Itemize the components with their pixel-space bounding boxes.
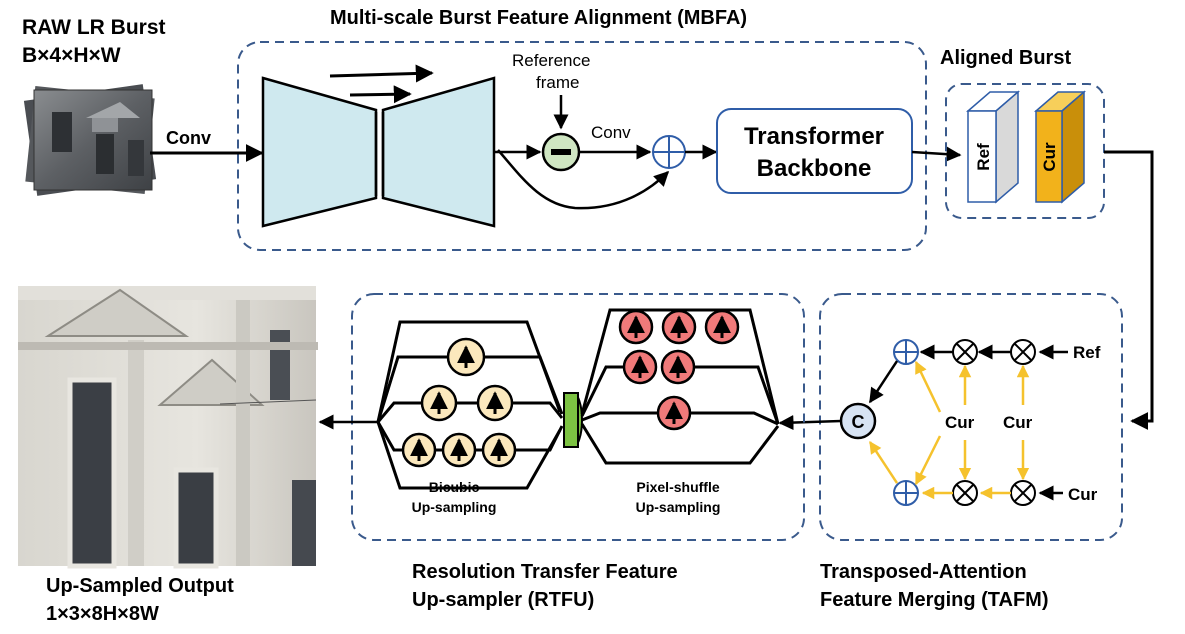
skip-arrow-top	[329, 64, 434, 83]
ref-block-label: Ref	[974, 143, 993, 171]
tafm-cur-label-b: Cur	[1003, 413, 1033, 432]
bicubic-node	[476, 384, 514, 422]
bicubic-node	[420, 384, 458, 422]
subtract-node	[541, 132, 581, 172]
tafm-title-l1: Transposed-Attention	[820, 561, 1027, 583]
tafm-dashed-box	[819, 293, 1123, 541]
pixel-node	[660, 349, 696, 385]
output-shape: 1×3×8H×8W	[46, 603, 159, 625]
multiply-node-top-right	[1010, 339, 1036, 365]
tafm-ref-input: Ref	[1073, 343, 1101, 362]
aligned-title: Aligned Burst	[940, 47, 1071, 69]
rtfu-dashed-box	[351, 293, 805, 541]
bicubic-label-l1: Bicubic	[429, 479, 480, 495]
concat-label: C	[852, 412, 865, 432]
raw-burst-image-stack	[23, 84, 157, 196]
cur-feature-block	[1033, 90, 1087, 204]
pixel-node	[704, 309, 740, 345]
reference-label-l2: frame	[536, 73, 579, 92]
bicubic-node	[441, 432, 477, 468]
conv-mid-label: Conv	[591, 123, 631, 142]
bicubic-branches	[376, 320, 564, 490]
tafm-title-l2: Feature Merging (TAFM)	[820, 589, 1049, 611]
concat-to-rtfu-arrow	[778, 415, 842, 431]
backbone-label-l1: Transformer	[744, 123, 884, 150]
fusion-block	[563, 392, 583, 448]
conv-in-label: Conv	[166, 128, 211, 148]
input-shape: B×4×H×W	[22, 44, 121, 67]
bicubic-node	[481, 432, 517, 468]
backbone-label-l2: Backbone	[757, 155, 872, 182]
ref-feature-block	[965, 90, 1021, 204]
bicubic-node	[401, 432, 437, 468]
skip-arrow-bottom	[349, 85, 412, 104]
bicubic-label-l2: Up-sampling	[412, 499, 497, 515]
bicubic-upsample-nodes	[401, 337, 517, 468]
upsampled-output-image	[18, 286, 318, 569]
input-title: RAW LR Burst	[22, 16, 166, 39]
transformer-backbone-box	[716, 108, 913, 194]
tafm-cur-input: Cur	[1068, 485, 1098, 504]
mbfa-title: Multi-scale Burst Feature Alignment (MBF…	[330, 7, 747, 29]
add-to-concat-arrow	[868, 360, 899, 404]
rtfu-title-l1: Resolution Transfer Feature	[412, 561, 678, 583]
pixel-label-l1: Pixel-shuffle	[636, 479, 719, 495]
aligned-to-tafm-arrow	[1104, 150, 1154, 430]
pixel-shuffle-upsample-nodes	[618, 309, 740, 431]
pixel-node	[622, 349, 658, 385]
pixel-shuffle-branches	[580, 308, 780, 465]
residual-curve-arrow	[497, 149, 670, 210]
add-node	[652, 135, 686, 169]
reference-label-l1: Reference	[512, 51, 590, 70]
pixel-node	[618, 309, 654, 345]
cur-block-label: Cur	[1040, 142, 1059, 172]
tafm-cur-label-a: Cur	[945, 413, 975, 432]
pixel-label-l2: Up-sampling	[636, 499, 721, 515]
output-title: Up-Sampled Output	[46, 575, 234, 597]
backbone-to-aligned-arrow	[911, 146, 962, 162]
multiply-node-top-left	[952, 339, 978, 365]
pixel-node	[656, 395, 692, 431]
multiply-node-bottom-left	[952, 480, 978, 506]
add-node-bottom	[893, 480, 919, 506]
mbfa-dashed-box	[237, 41, 927, 251]
add-node-top	[893, 339, 919, 365]
rtfu-title-l2: Up-sampler (RTFU)	[412, 589, 594, 611]
cur-yellow-arrows	[868, 360, 1030, 486]
multiply-node-bottom-right	[1010, 480, 1036, 506]
encoder-decoder-block	[261, 76, 496, 228]
bicubic-node	[446, 337, 486, 377]
pixel-node	[661, 309, 697, 345]
